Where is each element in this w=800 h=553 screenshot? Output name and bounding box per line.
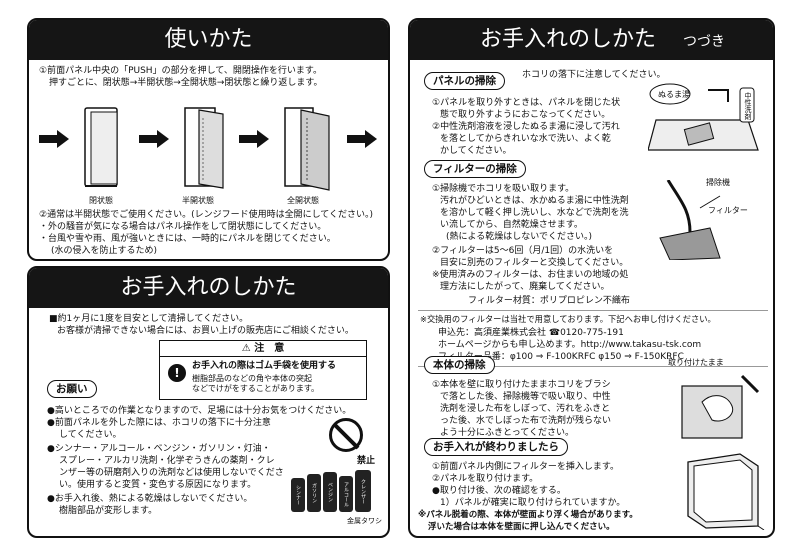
warning-triangle-icon: ⚠ [241, 343, 251, 354]
panel1b: 態で取り外すようにおこなってください。 [440, 110, 611, 120]
panel2a: ②中性洗剤溶液を浸したぬるま湯に浸して汚れ [432, 122, 620, 132]
finish-pill: お手入れが終わりましたら [424, 438, 568, 456]
filter-label: フィルター [708, 206, 748, 215]
care-title: お手入れのしかた [29, 268, 388, 308]
filter1b: 汚れがひどいときは、水かぬるま湯に中性洗剤 [440, 196, 629, 206]
bottles-illustration: シンナー ガソリン ベンジン アルコール クレンザー [291, 468, 383, 514]
order-line3: フィルター品番：φ100 ⇒ F-100KRFC φ150 ⇒ F-150KRF… [438, 352, 684, 362]
filter1d: い流してから、自然乾燥させます。 [440, 220, 583, 230]
filter3b: 理方法にしたがって、廃棄してください。 [440, 282, 610, 292]
care-b2b: してください。 [59, 430, 122, 440]
care-intro2: お客様が清掃できない場合には、お買い上げの販売店にご相談ください。 [57, 326, 354, 336]
care-intro1: ■約1ヶ月に1度を目安として清掃してください。 [49, 314, 249, 324]
panel-note: ホコリの落下に注意してください。 [522, 70, 666, 80]
body-label: 取り付けたまま [668, 358, 724, 367]
care-continued-panel: お手入れのしかた つづき パネルの掃除 ホコリの落下に注意してください。 ①パネ… [408, 18, 775, 538]
caution-body2: などでけがをすることがあります。 [192, 384, 320, 393]
body1b: で落とした後、掃除機等で吸い取り、中性 [440, 392, 611, 402]
vacuum-label: 掃除機 [706, 178, 730, 187]
panel2b: を落としてからきれいな水で洗い、よく乾 [440, 134, 611, 144]
care-b3b: スプレー・アルカリ洗剤・化学ぞうきんの薬剤・クレ [59, 456, 275, 466]
filter1e: (熱による乾燥はしないでください。) [446, 232, 592, 242]
order-line1: 申込先：高須産業株式会社 ☎0120-775-191 [438, 328, 624, 338]
filter2a: ②フィルターは5〜6回（月/1回）の水洗いを [432, 246, 614, 256]
nurumayu-label: ぬるま湯 [658, 90, 690, 99]
exclamation-icon: ! [168, 364, 186, 382]
usage-step1-line1: ①前面パネル中央の「PUSH」の部分を押して、開閉操作を行います。 [39, 66, 322, 76]
caution-bold: お手入れの際はゴム手袋を使用する [192, 361, 337, 371]
prohibit-label: 禁止 [357, 456, 376, 466]
device-full-open-illustration [279, 104, 334, 192]
usage-panel: 使いかた ①前面パネル中央の「PUSH」の部分を押して、開閉操作を行います。 押… [27, 18, 390, 261]
fin1: ①前面パネル内側にフィルターを挿入します。 [432, 462, 619, 472]
filter1c: を溶かして軽く押し洗いし、水などで洗剤を洗 [440, 208, 629, 218]
filter3a: ※使用済みのフィルターは、お住まいの地域の処 [432, 270, 629, 280]
caution-title: 注 意 [254, 343, 285, 354]
body-cleaning-pill: 本体の掃除 [424, 356, 495, 374]
bottle-gasoline: ガソリン [307, 474, 321, 512]
fin3: ●取り付け後、次の確認をする。 [432, 486, 566, 496]
panel2c: かしてください。 [440, 146, 512, 156]
usage-bullet2: ・台風や雪や雨、風が強いときには、一時的にパネルを閉じてください。 [39, 234, 336, 244]
usage-step2: ②通常は半開状態でご使用ください。(レンジフード使用時は全開にしてください。) [39, 210, 374, 220]
body1c: 洗剤を浸した布をしぼって、汚れをふきと [440, 404, 611, 414]
state-closed-label: 閉状態 [89, 196, 113, 205]
bottle-thinner: シンナー [291, 478, 305, 512]
care-continued-sub: つづき [683, 34, 726, 50]
care-continued-banner: お手入れのしかた つづき [410, 20, 773, 60]
care-b1: ●高いところでの作業となりますので、足場には十分お気をつけください。 [47, 406, 352, 416]
sink-illustration [647, 80, 768, 160]
care-continued-title: お手入れのしかた [480, 27, 657, 52]
care-b3a: ●シンナー・アルコール・ベンジン・ガソリン・灯油・ [47, 444, 271, 454]
care-b3c: ンザー等の研磨剤入りの洗剤などは使用しないでくださ [59, 468, 284, 478]
filter-material: フィルター材質：ポリプロピレン不織布 [468, 296, 630, 306]
device-closed-illustration [79, 104, 124, 192]
order-note: ※交換用のフィルターは当社で用意しております。下記へお申し付けください。 [420, 314, 716, 324]
body1a: ①本体を壁に取り付けたままホコリをブラシ [432, 380, 611, 390]
bottle-benzine: ベンジン [323, 472, 337, 512]
usage-title: 使いかた [29, 20, 388, 60]
caution-box: ⚠ 注 意 ! お手入れの際はゴム手袋を使用する 樹脂部品のなどの角や本体の突起… [159, 340, 367, 400]
filter2b: 目安に別売のフィルターと交換してください。 [440, 258, 629, 268]
body1e: よう十分にふきとってください。 [440, 428, 575, 438]
usage-bullet2b: (水の侵入を防止するため) [51, 246, 158, 256]
unit-illustration [680, 452, 766, 531]
care-b4b: 樹脂部品が変形します。 [59, 506, 158, 516]
order-line2: ホームページからも申し込めます。http://www.takasu-tsk.co… [438, 340, 702, 350]
hand-cleaning-illustration [672, 372, 764, 444]
divider [418, 310, 768, 311]
usage-bullet1: ・外の騒音が気になる場合はパネル操作をして閉状態にしてください。 [39, 222, 327, 232]
state-full-label: 全開状態 [287, 196, 319, 205]
panel1a: ①パネルを取り外すときは、パネルを閉じた状 [432, 98, 621, 108]
detergent-label: 中性洗剤 [744, 92, 752, 120]
warn1: ※パネル脱着の際、本体が壁面より浮く場合があります。 [418, 510, 638, 520]
filter-cleaning-pill: フィルターの掃除 [424, 160, 526, 178]
prohibit-icon [329, 418, 363, 452]
fin4: 1）パネルが確実に取り付けられていますか。 [440, 498, 626, 508]
body1d: った後、水でしぼった布で洗剤が残らない [440, 416, 612, 426]
brush-label: 金属タワシ [347, 517, 382, 525]
usage-step1-line2: 押すごとに、閉状態→半開状態→全開状態→閉状態と繰り返します。 [49, 78, 323, 88]
care-b3d: い。使用すると変質・変色する原因になります。 [59, 480, 257, 490]
care-panel: お手入れのしかた ■約1ヶ月に1度を目安として清掃してください。 お客様が清掃で… [27, 266, 390, 538]
panel-cleaning-pill: パネルの掃除 [424, 72, 505, 90]
caution-body1: 樹脂部品のなどの角や本体の突起 [192, 374, 312, 383]
warn2: 浮いた場合は本体を壁面に押し込んでください。 [428, 522, 615, 532]
bottle-cleanser: クレンザー [355, 470, 371, 512]
state-half-label: 半開状態 [182, 196, 214, 205]
bottle-alcohol: アルコール [339, 476, 353, 512]
fin2: ②パネルを取り付けます。 [432, 474, 539, 484]
device-half-open-illustration [179, 104, 229, 192]
filter1a: ①掃除機でホコリを吸い取ります。 [432, 184, 575, 194]
care-b4a: ●お手入れ後、熱による乾燥はしないでください。 [47, 494, 253, 504]
vacuum-filter-illustration [650, 179, 765, 261]
divider [418, 366, 768, 367]
care-b2a: ●前面パネルを外した際には、ホコリの落下に十分注意 [47, 418, 271, 428]
onegai-badge: お願い [47, 380, 97, 398]
